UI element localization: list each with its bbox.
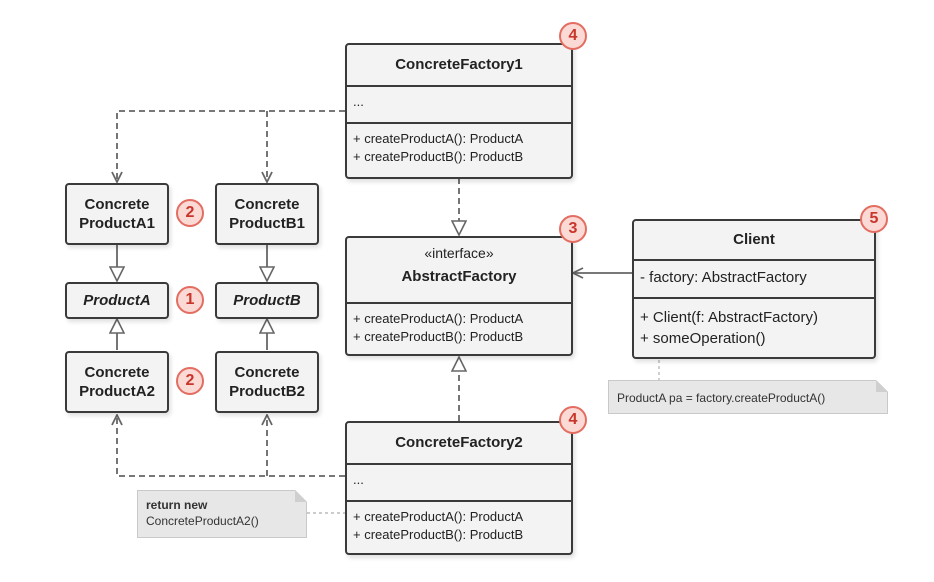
note-client: ProductA pa = factory.createProductA() — [608, 380, 888, 414]
dependency-cf1-to-a1 — [117, 110, 345, 182]
method: + someOperation() — [640, 330, 766, 347]
class-name: ConcreteFactory1 — [395, 56, 523, 73]
badge-concrete-product-a2: 2 — [176, 367, 204, 395]
note-text-line: ConcreteProductA2() — [146, 514, 259, 528]
interface-product-a: ProductA — [65, 282, 169, 319]
class-concrete-factory-2: ConcreteFactory2 ... + createProductA():… — [345, 421, 573, 555]
dependency-cf2-to-a2 — [117, 415, 345, 477]
method: + createProductB(): ProductB — [353, 527, 524, 542]
method: + createProductB(): ProductB — [353, 149, 524, 164]
product-name-line: Concrete — [84, 364, 150, 381]
product-name-line: Concrete — [84, 196, 150, 213]
badge-abstract-factory: 3 — [559, 215, 587, 243]
class-methods: + Client(f: AbstractFactory) + someOpera… — [634, 297, 874, 355]
class-fields: ... — [347, 463, 571, 500]
badge-client: 5 — [860, 205, 888, 233]
product-name-line: ProductA2 — [79, 383, 155, 400]
class-name: Client — [733, 231, 775, 248]
note-concrete-factory-2: return new ConcreteProductA2() — [137, 490, 307, 538]
note-fold-icon — [295, 490, 307, 502]
note-text-line: return new — [146, 498, 208, 512]
badge-concrete-factory-2: 4 — [559, 406, 587, 434]
class-methods: + createProductA(): ProductA + createPro… — [347, 500, 571, 550]
method: + createProductA(): ProductA — [353, 509, 524, 524]
class-fields: ... — [347, 85, 571, 122]
product-name-line: ProductB2 — [229, 383, 305, 400]
product-name-line: ProductB1 — [229, 215, 305, 232]
class-methods: + createProductA(): ProductA + createPro… — [347, 122, 571, 172]
product-name-line: Concrete — [234, 364, 300, 381]
method: + createProductA(): ProductA — [353, 131, 524, 146]
class-name: ConcreteFactory2 — [395, 434, 523, 451]
interface-abstract-factory: «interface» AbstractFactory + createProd… — [345, 236, 573, 356]
stereotype: «interface» — [424, 245, 494, 261]
product-name-line: Concrete — [234, 196, 300, 213]
method: + createProductB(): ProductB — [353, 329, 524, 344]
interface-header: «interface» AbstractFactory — [347, 238, 571, 302]
badge-concrete-factory-1: 4 — [559, 22, 587, 50]
interface-methods: + createProductA(): ProductA + createPro… — [347, 302, 571, 352]
class-concrete-factory-1: ConcreteFactory1 ... + createProductA():… — [345, 43, 573, 179]
method: + createProductA(): ProductA — [353, 311, 524, 326]
method: + Client(f: AbstractFactory) — [640, 309, 818, 326]
note-fold-icon — [876, 380, 888, 392]
interface-name: AbstractFactory — [401, 268, 517, 285]
product-name-line: ProductA1 — [79, 215, 155, 232]
badge-concrete-product-a1: 2 — [176, 199, 204, 227]
class-client: Client - factory: AbstractFactory + Clie… — [632, 219, 876, 359]
note-text: ProductA pa = factory.createProductA() — [617, 391, 826, 405]
badge-product-a: 1 — [176, 286, 204, 314]
interface-product-b: ProductB — [215, 282, 319, 319]
class-fields: - factory: AbstractFactory — [634, 259, 874, 297]
